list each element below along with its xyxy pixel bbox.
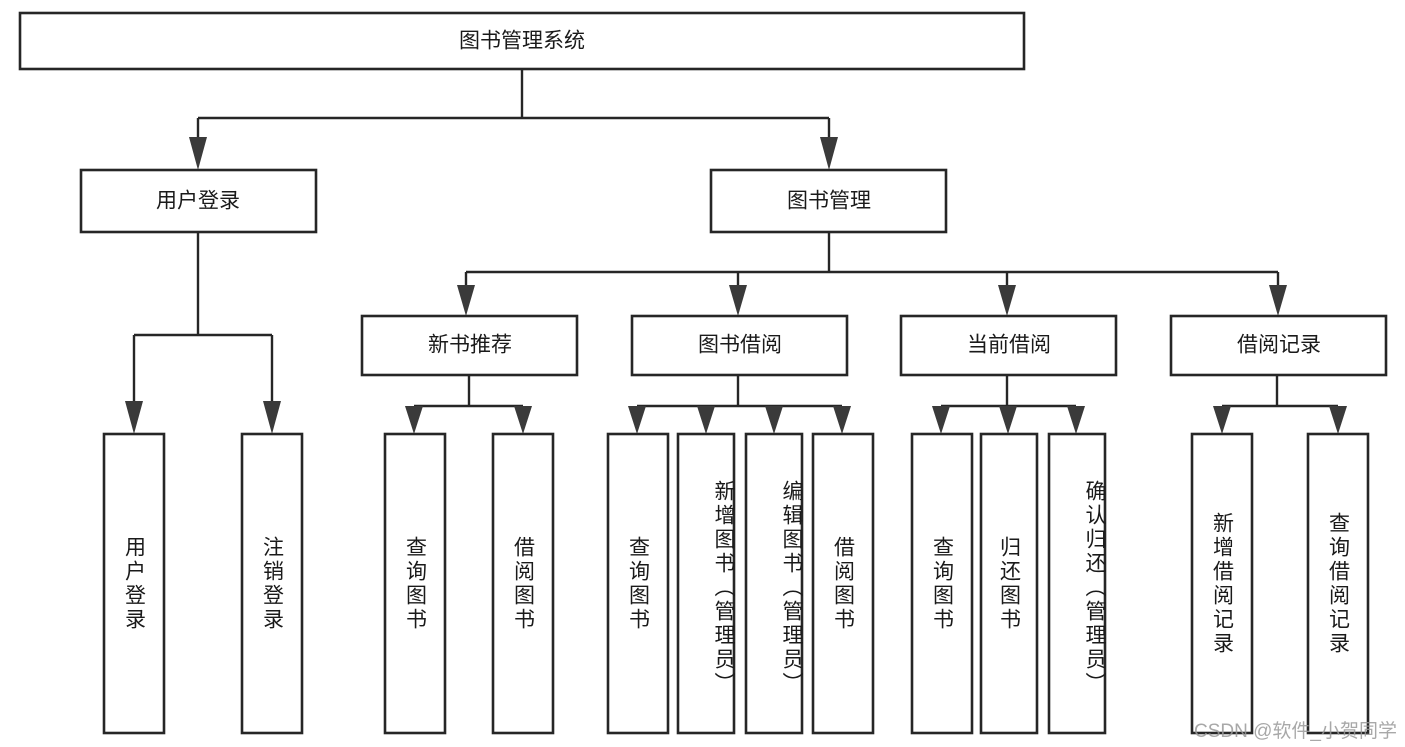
arrow-record-to-leaf2 [1329, 406, 1347, 434]
arrow-book-manage-to-record [1269, 285, 1287, 316]
arrow-recommend-to-leaf2 [514, 406, 532, 434]
arrow-user-login-to-leaf2 [263, 401, 281, 434]
arrow-user-login-to-leaf1 [125, 401, 143, 434]
node-borrow-record-label: 借阅记录 [1237, 334, 1321, 357]
node-root[interactable]: 图书管理系统 [18, 11, 1026, 71]
node-book-borrow-box[interactable] [630, 314, 849, 377]
leaf-borrow-book-1-box[interactable] [491, 432, 555, 735]
leaf-query-book-1-box[interactable] [383, 432, 447, 735]
leaf-borrow-book-2-box[interactable] [811, 432, 875, 735]
node-book-manage[interactable]: 图书管理 [709, 168, 948, 234]
arrow-borrow-to-leaf2 [697, 406, 715, 434]
arrow-recommend-to-leaf1 [405, 406, 423, 434]
arrow-root-to-book-manage [820, 137, 838, 170]
leaf-return-book-box[interactable] [979, 432, 1039, 735]
node-user-login-box[interactable] [79, 168, 318, 234]
leaf-add-book-box[interactable] [676, 432, 736, 735]
node-current-borrow-box[interactable] [899, 314, 1118, 377]
leaf-edit-book-box[interactable] [744, 432, 804, 735]
node-book-manage-box[interactable] [709, 168, 948, 234]
node-root-label: 图书管理系统 [459, 30, 585, 53]
leaf-query-record-box[interactable] [1306, 432, 1370, 735]
leaf-query-book-2-box[interactable] [606, 432, 670, 735]
arrow-book-manage-to-recommend [457, 285, 475, 316]
leaf-query-book-3-box[interactable] [910, 432, 974, 735]
arrow-current-to-leaf3 [1067, 406, 1085, 434]
node-current-borrow[interactable]: 当前借阅 [899, 314, 1118, 377]
leaf-user-login-box[interactable] [102, 432, 166, 735]
node-new-book-recommend-label: 新书推荐 [428, 334, 512, 357]
leaf-user-logout-box[interactable] [240, 432, 304, 735]
node-root-box[interactable] [18, 11, 1026, 71]
arrow-current-to-leaf1 [932, 406, 950, 434]
watermark-text: CSDN @软件_小贺同学 [1194, 721, 1397, 742]
node-current-borrow-label: 当前借阅 [967, 334, 1051, 357]
node-new-book-recommend-box[interactable] [360, 314, 579, 377]
leaf-confirm-return-box[interactable] [1047, 432, 1107, 735]
node-book-manage-label: 图书管理 [787, 190, 871, 213]
arrow-book-manage-to-current [998, 285, 1016, 316]
node-user-login[interactable]: 用户登录 [79, 168, 318, 234]
node-book-borrow-label: 图书借阅 [698, 334, 782, 357]
leaf-add-record-box[interactable] [1190, 432, 1254, 735]
arrow-current-to-leaf2 [999, 406, 1017, 434]
node-new-book-recommend[interactable]: 新书推荐 [360, 314, 579, 377]
node-book-borrow[interactable]: 图书借阅 [630, 314, 849, 377]
arrow-borrow-to-leaf4 [833, 406, 851, 434]
nodes-group: 图书管理系统 用户登录 图书管理 新书推荐 图书借阅 当前 [18, 11, 1388, 735]
node-borrow-record-box[interactable] [1169, 314, 1388, 377]
arrow-borrow-to-leaf1 [628, 406, 646, 434]
arrow-record-to-leaf1 [1213, 406, 1231, 434]
node-borrow-record[interactable]: 借阅记录 [1169, 314, 1388, 377]
arrow-root-to-user-login [189, 137, 207, 170]
node-user-login-label: 用户登录 [156, 190, 240, 213]
arrow-borrow-to-leaf3 [765, 406, 783, 434]
arrow-book-manage-to-borrow [729, 285, 747, 316]
edges-group [125, 69, 1347, 434]
